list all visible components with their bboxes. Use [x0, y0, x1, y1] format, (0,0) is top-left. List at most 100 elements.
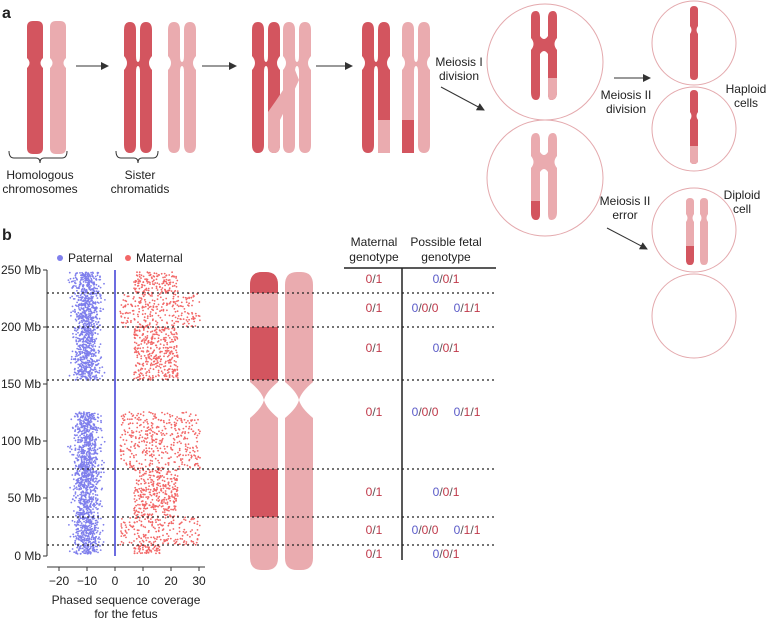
- maternal-point: [174, 509, 177, 511]
- paternal-point: [90, 285, 92, 287]
- paternal-point: [87, 539, 90, 542]
- maternal-point: [137, 352, 140, 355]
- paternal-point: [89, 526, 91, 529]
- maternal-point: [140, 350, 143, 352]
- paternal-point: [77, 359, 79, 362]
- maternal-point: [154, 549, 156, 552]
- maternal-point: [172, 352, 175, 355]
- maternal-point: [166, 341, 169, 344]
- maternal-point: [161, 411, 163, 414]
- paternal-point: [97, 290, 100, 293]
- maternal-point: [143, 472, 146, 475]
- paternal-point: [87, 506, 90, 509]
- maternal-point: [145, 278, 148, 280]
- panel-b-label: b: [2, 227, 12, 244]
- maternal-point: [155, 323, 158, 326]
- paternal-point: [87, 532, 90, 535]
- maternal-point: [157, 337, 160, 340]
- paternal-point: [74, 280, 76, 282]
- maternal-point: [123, 429, 126, 431]
- paternal-point: [100, 301, 102, 303]
- maternal-point: [129, 450, 132, 452]
- maternal-point: [131, 431, 134, 434]
- maternal-point: [151, 520, 154, 523]
- paternal-point: [88, 360, 91, 363]
- maternal-point: [177, 295, 180, 298]
- maternal-point: [173, 327, 176, 330]
- paternal-point: [77, 436, 80, 439]
- maternal-point: [168, 358, 171, 361]
- maternal-point: [149, 283, 151, 285]
- maternal-point: [167, 368, 170, 371]
- maternal-point: [157, 497, 160, 500]
- paternal-point: [97, 537, 99, 540]
- maternal-point: [194, 543, 197, 546]
- paternal-point: [85, 512, 88, 514]
- paternal-point: [94, 441, 97, 444]
- paternal-point: [83, 431, 86, 434]
- paternal-point: [80, 478, 82, 481]
- maternal-point: [168, 457, 171, 460]
- paternal-point: [87, 419, 90, 422]
- maternal-point: [134, 346, 137, 349]
- maternal-point: [136, 422, 139, 425]
- paternal-point: [90, 538, 93, 541]
- maternal-point: [119, 543, 122, 546]
- maternal-point: [144, 299, 146, 301]
- paternal-point: [86, 295, 89, 298]
- maternal-point: [158, 526, 161, 529]
- maternal-point: [182, 412, 185, 414]
- maternal-point: [136, 356, 139, 359]
- paternal-point: [79, 507, 82, 510]
- paternal-point: [90, 279, 93, 281]
- paternal-point: [89, 369, 92, 372]
- maternal-point: [148, 369, 150, 372]
- paternal-point: [90, 372, 93, 375]
- maternal-point: [165, 360, 167, 363]
- maternal-point: [152, 305, 155, 307]
- maternal-point: [142, 414, 145, 417]
- paternal-point: [75, 514, 77, 517]
- maternal-point: [159, 355, 162, 358]
- maternal-point: [134, 517, 137, 520]
- maternal-point: [178, 526, 181, 529]
- maternal-point: [142, 478, 145, 481]
- maternal-point: [138, 497, 141, 500]
- maternal-point: [158, 283, 161, 286]
- maternal-point: [140, 542, 143, 545]
- maternal-point: [183, 322, 186, 325]
- maternal-point: [151, 337, 154, 339]
- empty-cell: [651, 273, 737, 359]
- maternal-point: [159, 366, 162, 369]
- maternal-point: [159, 476, 161, 478]
- maternal-point: [138, 273, 141, 276]
- maternal-point: [142, 275, 145, 278]
- maternal-point: [146, 507, 149, 510]
- maternal-point: [195, 315, 198, 317]
- paternal-point: [85, 549, 87, 551]
- paternal-point: [88, 321, 91, 324]
- maternal-point: [173, 355, 176, 357]
- maternal-point: [129, 524, 131, 526]
- maternal-point: [134, 486, 137, 489]
- maternal-point: [190, 456, 193, 459]
- maternal-point: [122, 453, 125, 456]
- maternal-point: [188, 422, 191, 424]
- maternal-genotype: 0/1: [366, 341, 383, 355]
- maternal-point: [121, 417, 124, 420]
- paternal-point: [86, 529, 89, 532]
- maternal-point: [162, 302, 165, 305]
- y-tick-label: 0 Mb: [14, 549, 41, 563]
- maternal-point: [178, 465, 181, 468]
- maternal-point: [170, 522, 173, 525]
- maternal-point: [144, 537, 147, 539]
- paternal-point: [101, 529, 104, 532]
- maternal-point: [173, 308, 176, 310]
- paternal-point: [86, 327, 88, 330]
- maternal-point: [176, 333, 178, 335]
- maternal-point: [159, 316, 162, 319]
- paternal-point: [82, 420, 84, 422]
- paternal-point: [94, 345, 97, 348]
- maternal-point: [147, 289, 150, 292]
- maternal-point: [194, 414, 197, 417]
